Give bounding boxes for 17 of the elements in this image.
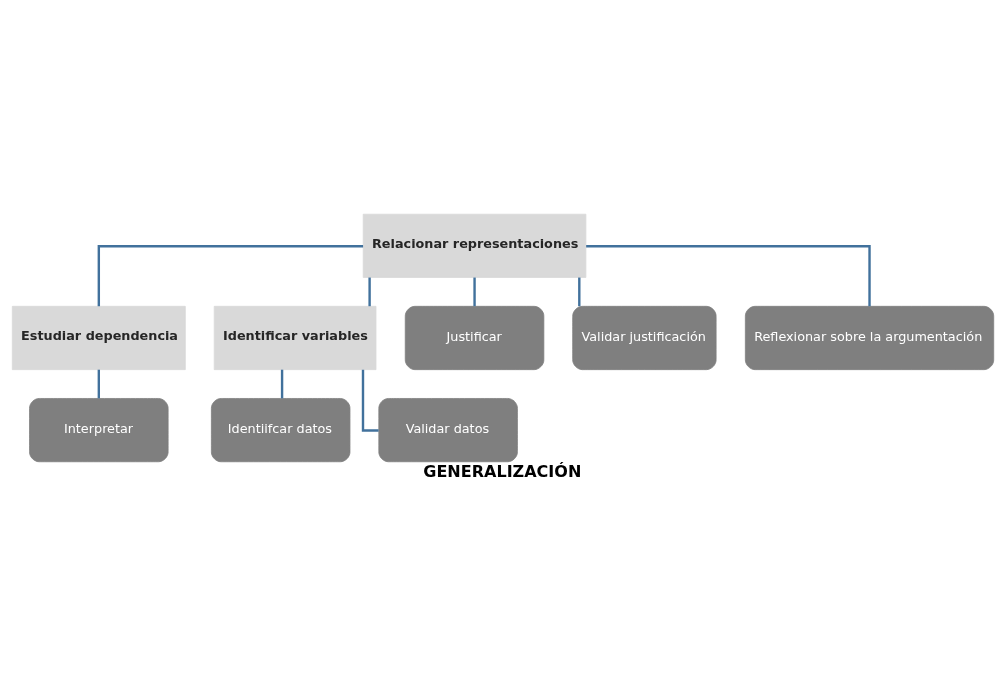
node-box: Estudiar dependencia: [11, 305, 186, 370]
connector: [578, 277, 581, 306]
connector: [586, 244, 871, 306]
caption: GENERALIZACIÓN: [423, 461, 582, 481]
node-box: Validar justificación: [572, 305, 717, 370]
node-box: Justificar: [404, 305, 545, 370]
connector: [473, 277, 476, 306]
node-box: Identificar variables: [213, 305, 377, 370]
node-box: Reflexionar sobre la argumentación: [744, 305, 995, 370]
node-box: Relacionar representaciones: [362, 213, 587, 278]
node-box: Identiifcar datos: [211, 397, 351, 462]
node-box: Interpretar: [29, 397, 169, 462]
connector: [280, 369, 284, 398]
connector: [97, 369, 100, 398]
node-box: Validar datos: [378, 397, 518, 462]
connector: [368, 277, 371, 306]
connector: [97, 244, 364, 306]
